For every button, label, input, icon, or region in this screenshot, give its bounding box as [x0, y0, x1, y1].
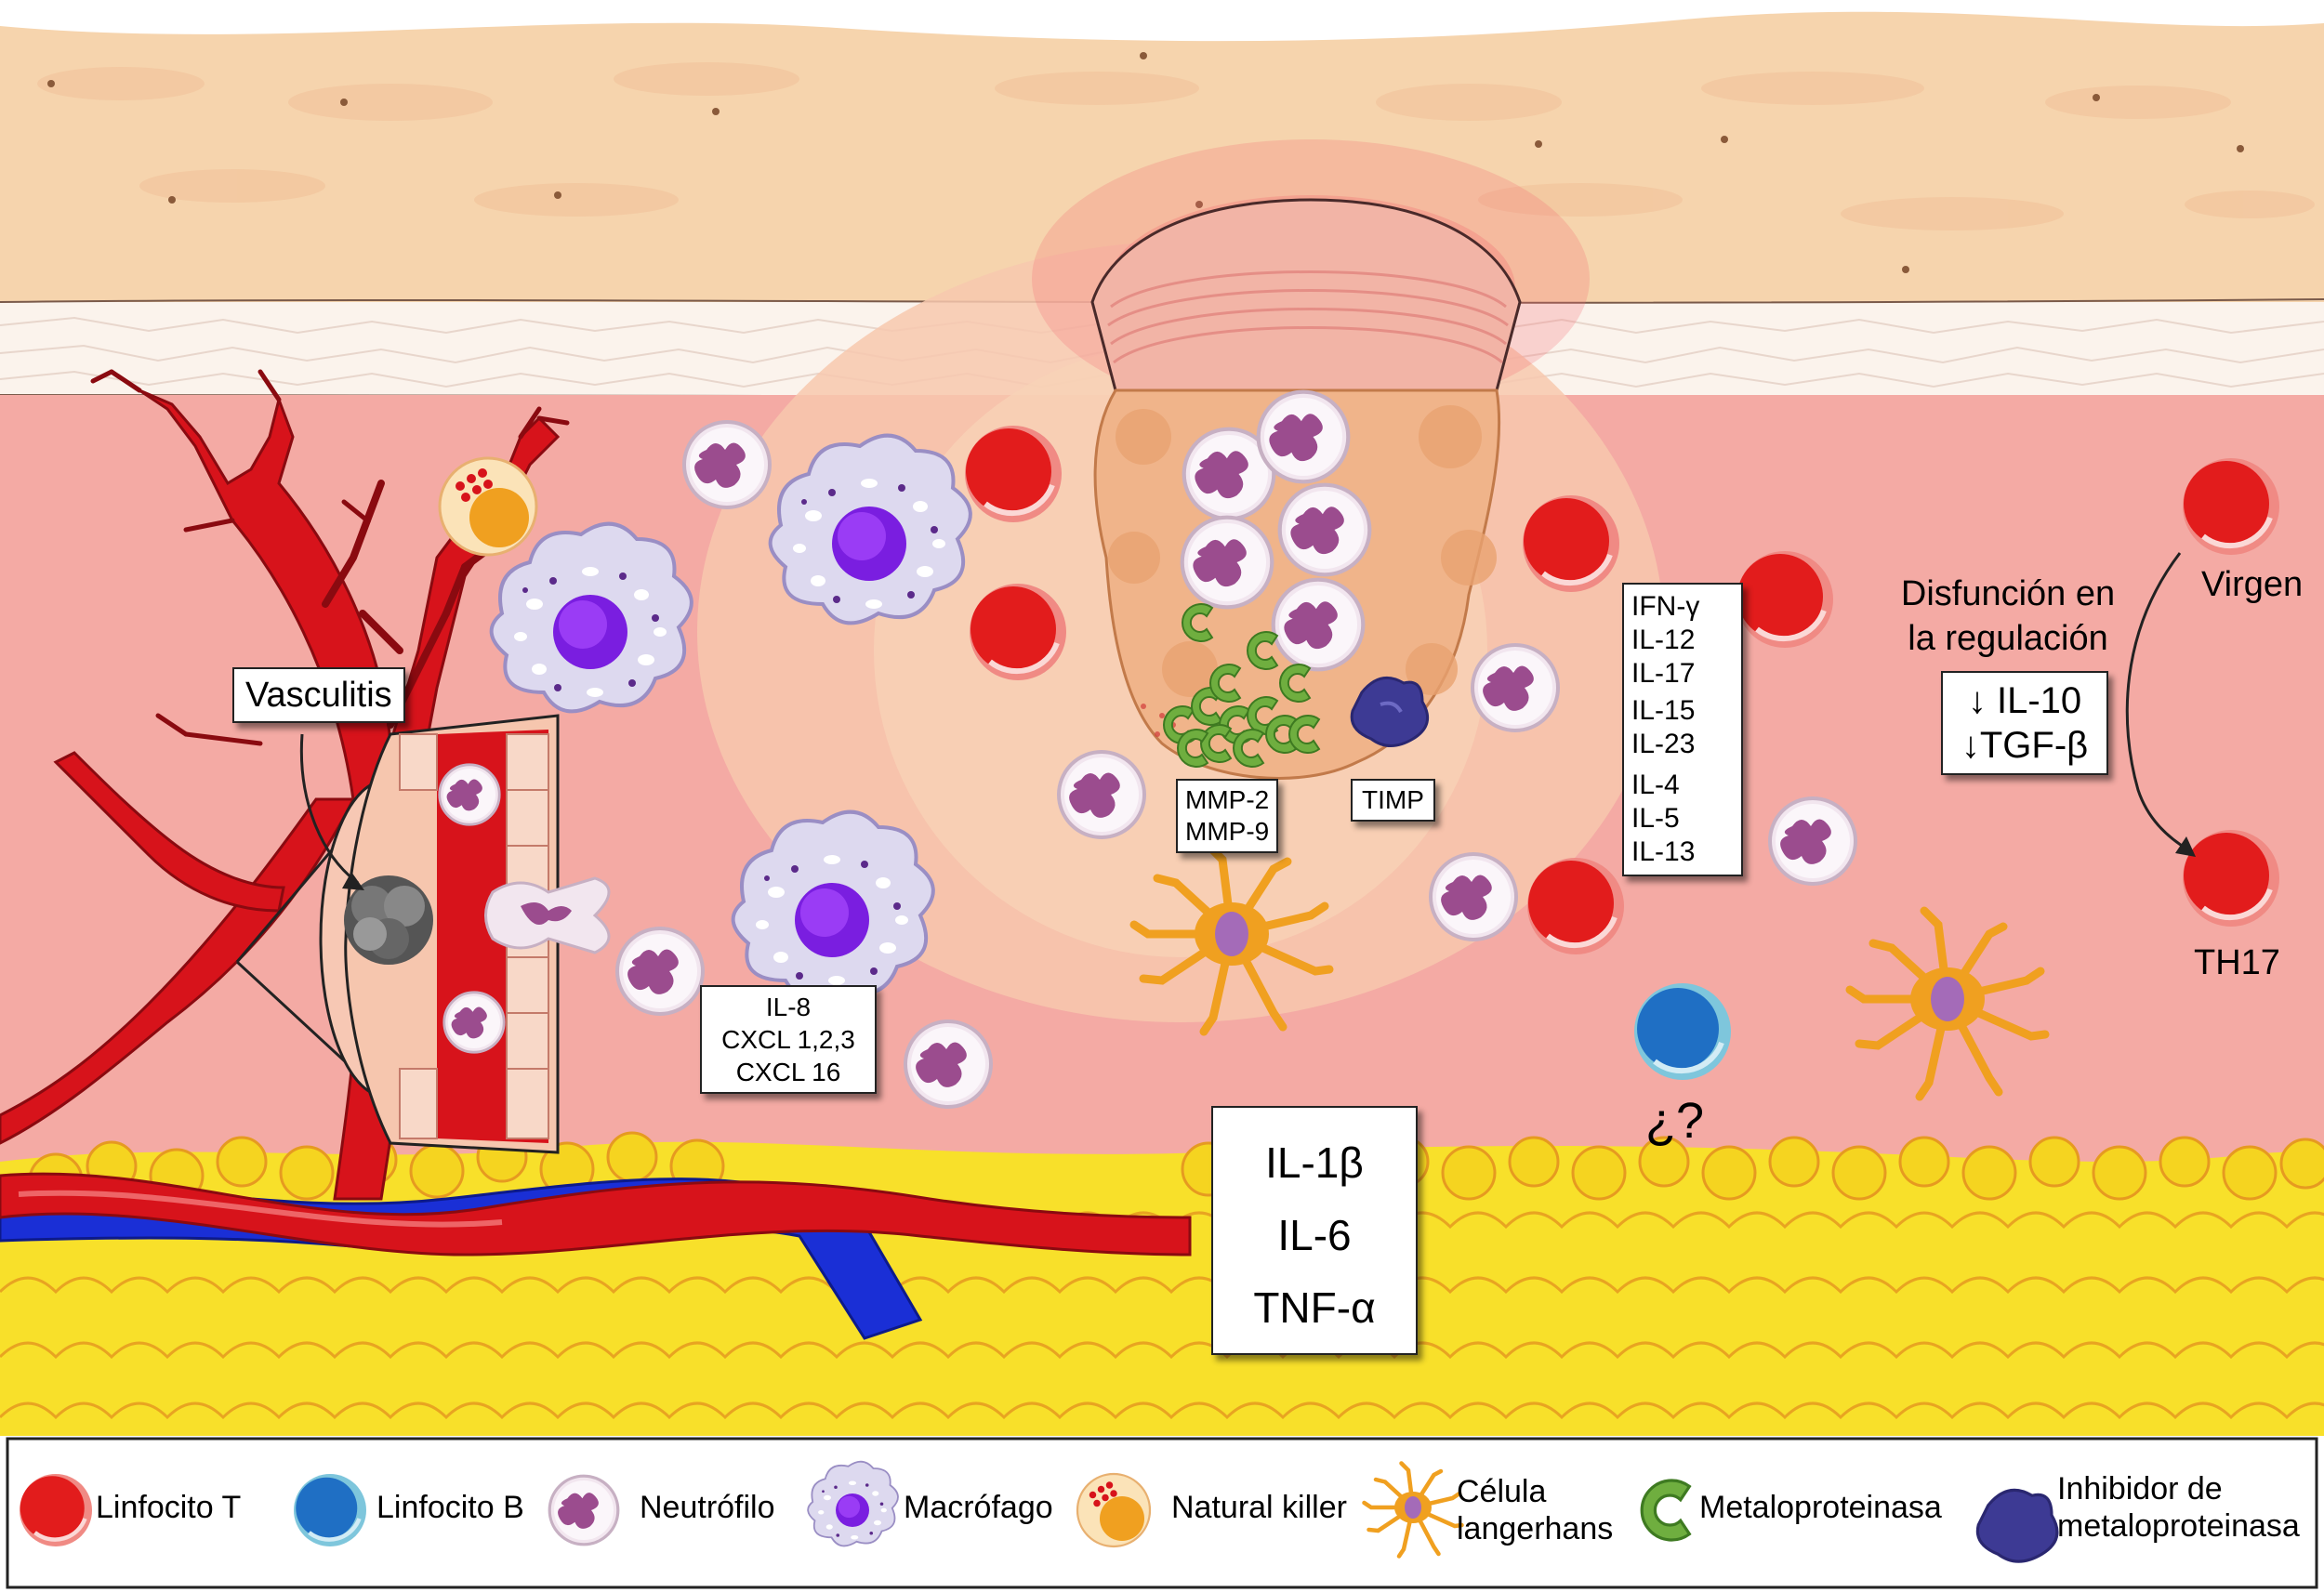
legend-inhibitor-line-2: metaloproteinasa: [2057, 1508, 2300, 1544]
il-12-text: IL-12: [1631, 625, 1696, 655]
mmp-label: MMP-2 MMP-9: [1176, 779, 1279, 853]
cxcl-123-text: CXCL 1,2,3: [721, 1025, 855, 1054]
question-label: ¿?: [1645, 1093, 1705, 1149]
il-10-text: ↓ IL-10: [1967, 680, 2082, 721]
legend-t-lymphocyte: Linfocito T: [96, 1490, 242, 1525]
legend-inhibitor: Inhibidor de metaloproteinasa: [2057, 1470, 2300, 1545]
legend-langerhans-line-2: langerhans: [1457, 1511, 1614, 1546]
legend-neutrophil: Neutrófilo: [640, 1490, 775, 1525]
vasculitis-text: Vasculitis: [245, 676, 392, 715]
legend-box: [6, 1437, 2318, 1589]
cytokine-list-box: IFN-γ IL-12 IL-17 IL-15 IL-23 IL-4 IL-5 …: [1622, 583, 1743, 876]
tnf-a-text: TNF-α: [1253, 1283, 1376, 1332]
legend-macrophage: Macrófago: [904, 1490, 1053, 1525]
il-15-text: IL-15: [1631, 695, 1696, 726]
dysfunction-line-2: la regulación: [1908, 619, 2108, 658]
timp-text: TIMP: [1362, 785, 1424, 814]
il-4-text: IL-4: [1631, 770, 1680, 800]
vasculitis-zoom: [235, 714, 611, 1154]
cxcl-16-text: CXCL 16: [735, 1058, 841, 1086]
legend-b-lymphocyte: Linfocito B: [376, 1490, 524, 1525]
il-13-text: IL-13: [1631, 836, 1696, 867]
timp-label: TIMP: [1351, 779, 1435, 822]
dysfunction-line-1: Disfunción en: [1900, 574, 2116, 613]
dermis-cells: [438, 420, 2279, 1109]
mmp-9-text: MMP-9: [1185, 817, 1270, 846]
il-23-text: IL-23: [1631, 729, 1696, 759]
dysfunction-label: Disfunción en la regulación: [1887, 572, 2129, 661]
tgf-b-text: ↓TGF-β: [1961, 725, 2089, 766]
legend-metalloproteinase: Metaloproteinasa: [1699, 1490, 1942, 1525]
central-cytokines-box: IL-1β IL-6 TNF-α: [1211, 1106, 1418, 1355]
legend-icons: [20, 1460, 2059, 1563]
il-17-text: IL-17: [1631, 658, 1696, 689]
il-1b-text: IL-1β: [1265, 1138, 1364, 1187]
il-5-text: IL-5: [1631, 803, 1680, 834]
il-6-text: IL-6: [1277, 1211, 1352, 1259]
legend-inhibitor-line-1: Inhibidor de: [2057, 1471, 2223, 1506]
naive-label: Virgen: [2201, 565, 2304, 604]
legend-langerhans-line-1: Célula: [1457, 1474, 1547, 1509]
legend-langerhans: Célula langerhans: [1457, 1473, 1613, 1547]
timp-inhibitor: [1350, 676, 1430, 747]
regulation-box: ↓ IL-10 ↓TGF-β: [1941, 671, 2108, 775]
legend-natural-killer: Natural killer: [1171, 1490, 1347, 1525]
th17-label: TH17: [2194, 943, 2280, 982]
vasculitis-label: Vasculitis: [232, 667, 405, 723]
chemokines-box: IL-8 CXCL 1,2,3 CXCL 16: [700, 985, 877, 1094]
il-8-text: IL-8: [765, 993, 812, 1021]
ifn-g-text: IFN-γ: [1631, 591, 1700, 622]
mmp-2-text: MMP-2: [1185, 785, 1270, 814]
